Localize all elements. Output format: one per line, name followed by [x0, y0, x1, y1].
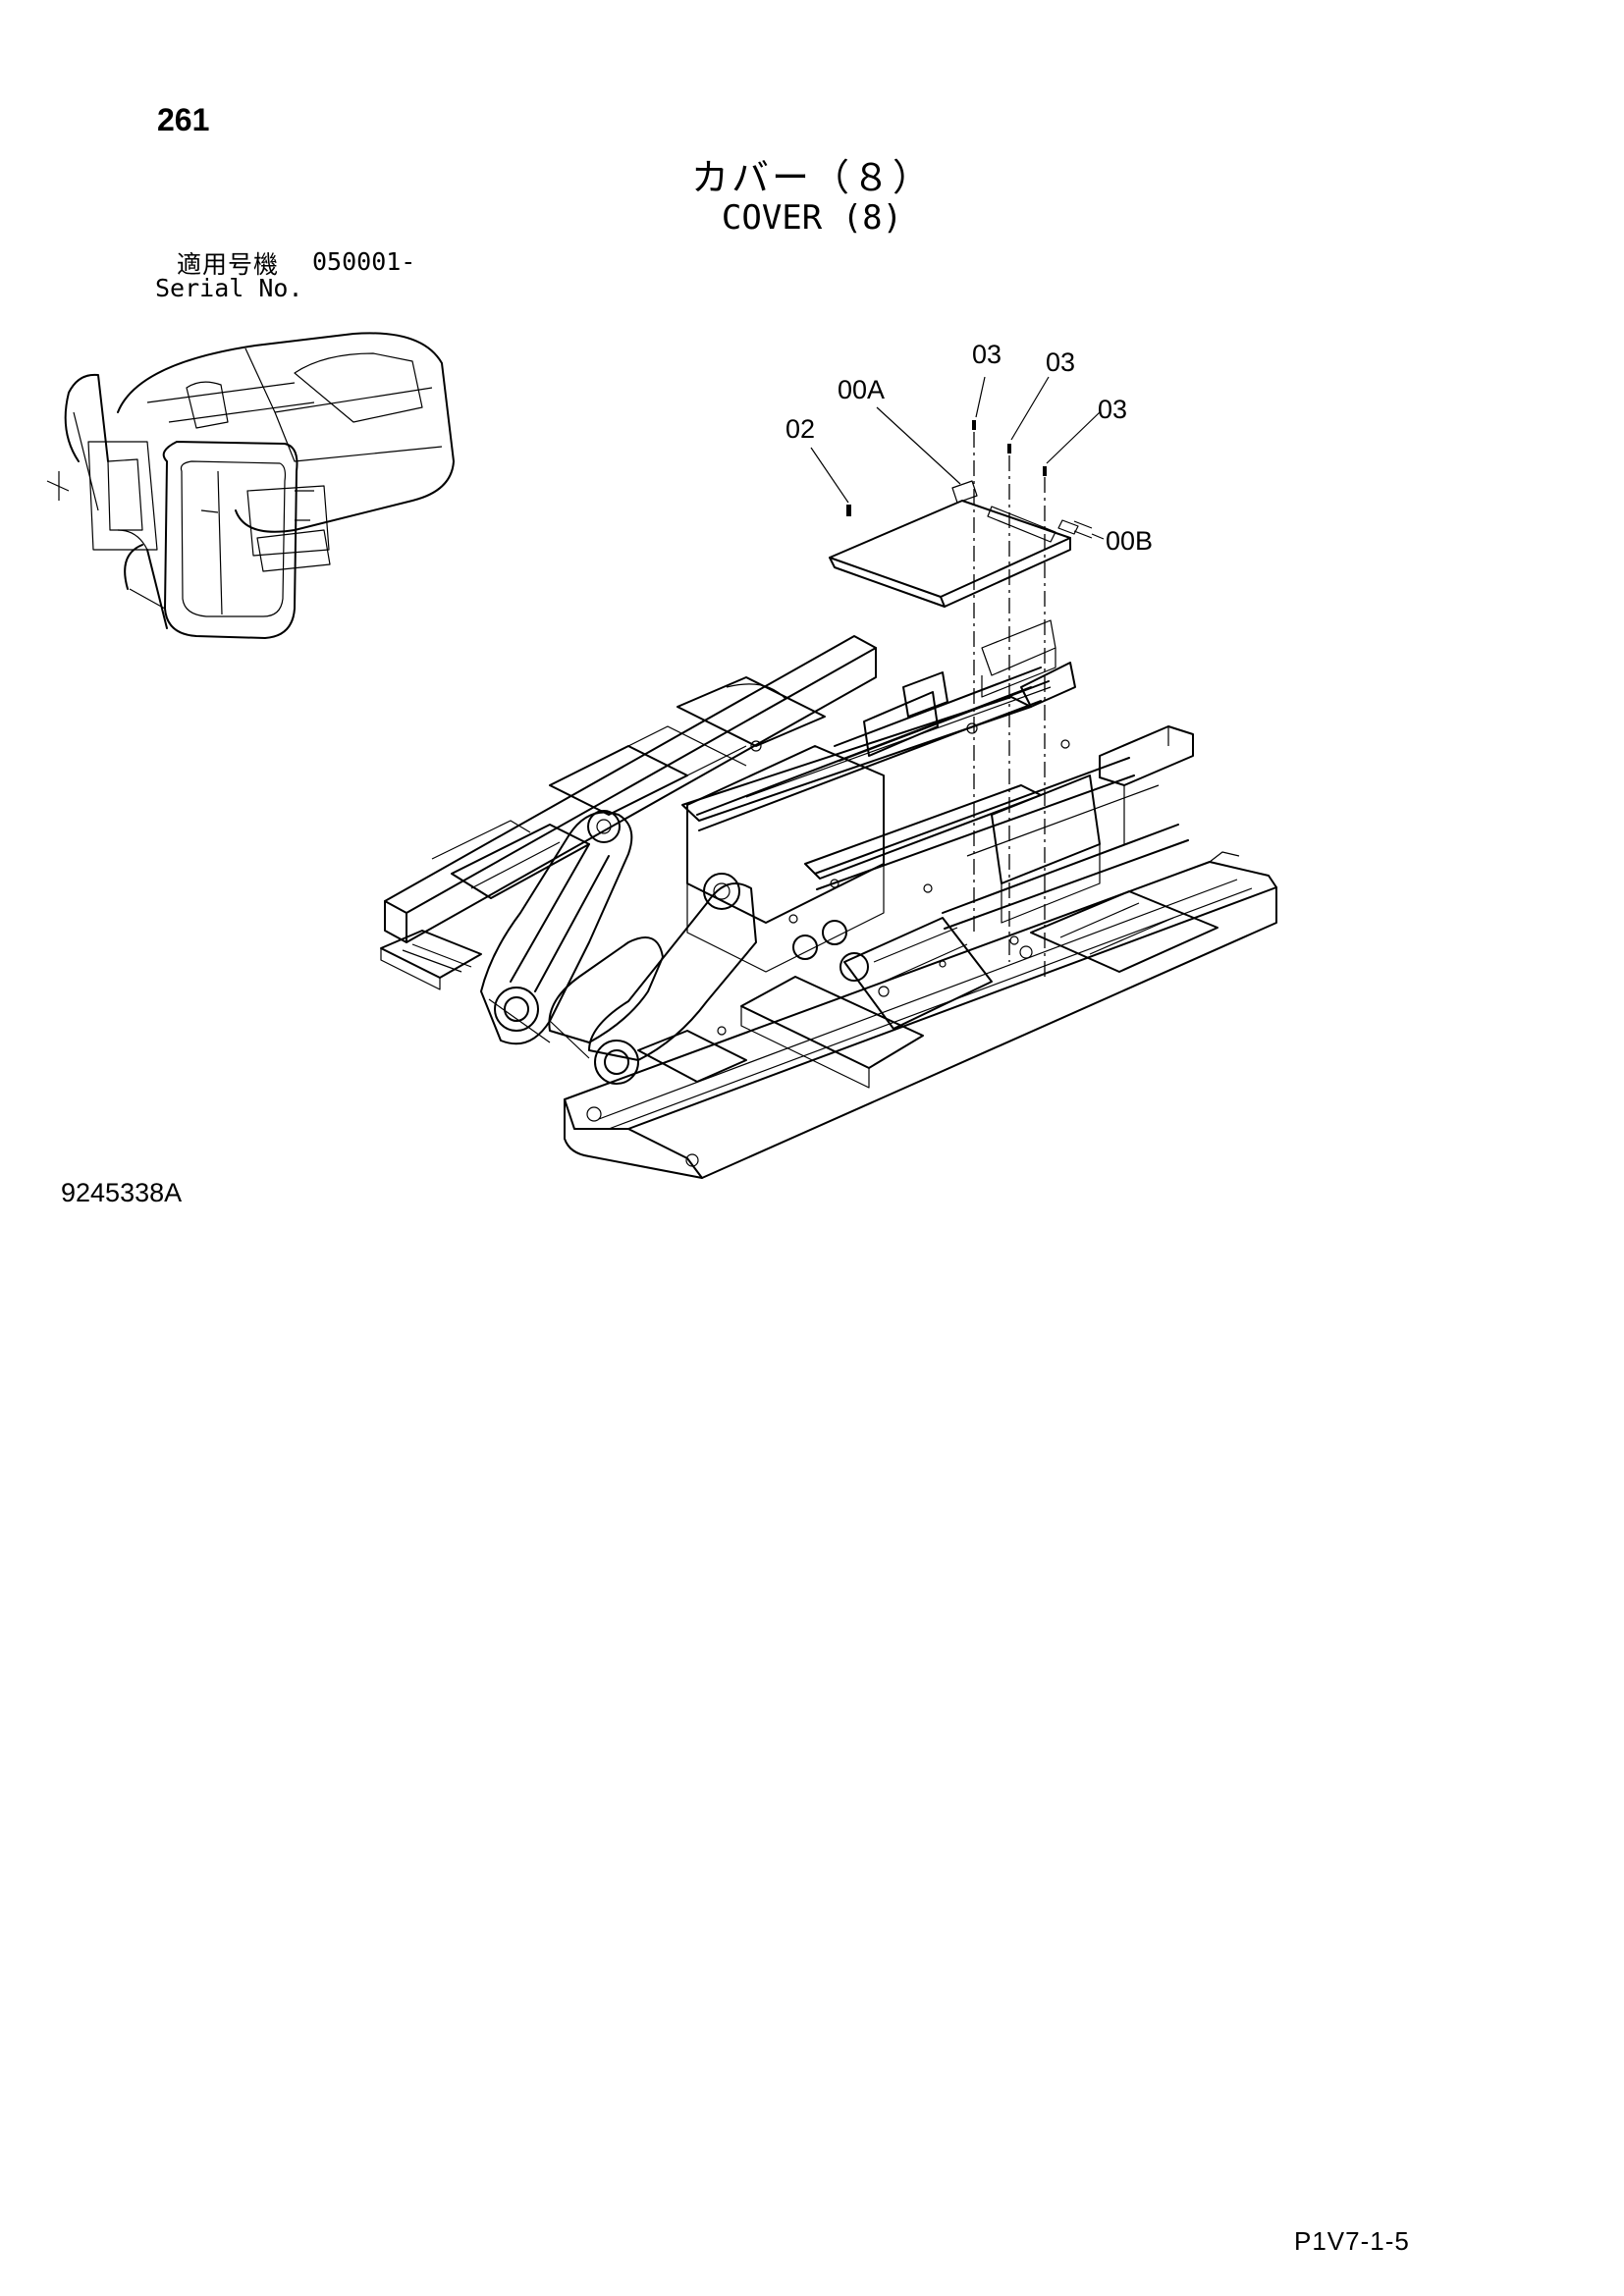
bolts — [846, 420, 1093, 539]
page-number: 261 — [157, 102, 210, 137]
leader-lines — [810, 376, 1105, 540]
callout-03-left: 03 — [972, 340, 1002, 369]
cover-plate — [829, 480, 1079, 608]
title-english: COVER (8) — [721, 198, 903, 238]
callout-03-right: 03 — [1098, 395, 1128, 424]
callout-02: 02 — [785, 414, 816, 444]
serial-label-japanese: 適用号機 — [177, 250, 280, 279]
callout-00a: 00A — [838, 375, 886, 404]
callout-00b: 00B — [1106, 526, 1154, 556]
figure-number: 9245338A — [61, 1178, 183, 1207]
serial-label-english: Serial No. — [155, 274, 303, 302]
callout-03-middle: 03 — [1046, 347, 1076, 377]
title-japanese: カバー（８） — [690, 156, 933, 199]
machine-overview-inset — [46, 332, 455, 639]
main-frame-drawing — [380, 619, 1277, 1179]
installation-guide-lines — [973, 432, 1046, 982]
page-reference: P1V7-1-5 — [1294, 2226, 1410, 2256]
serial-number-range: 050001- — [312, 247, 416, 276]
